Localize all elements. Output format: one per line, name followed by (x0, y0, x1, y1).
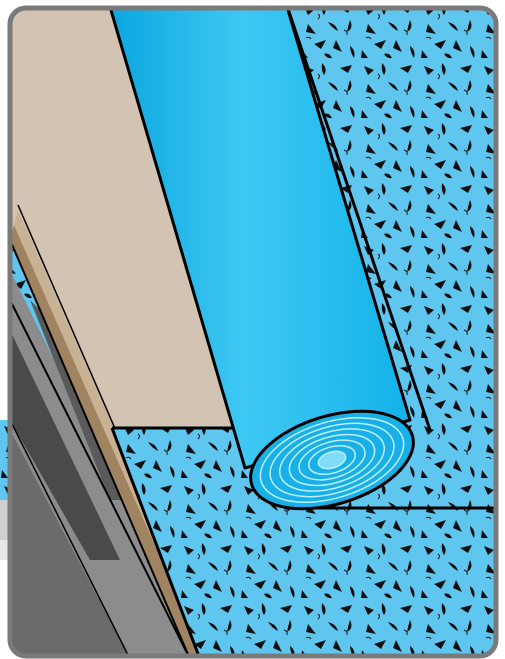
illustration-stage (0, 0, 505, 659)
underlayment-illustration (0, 0, 505, 659)
